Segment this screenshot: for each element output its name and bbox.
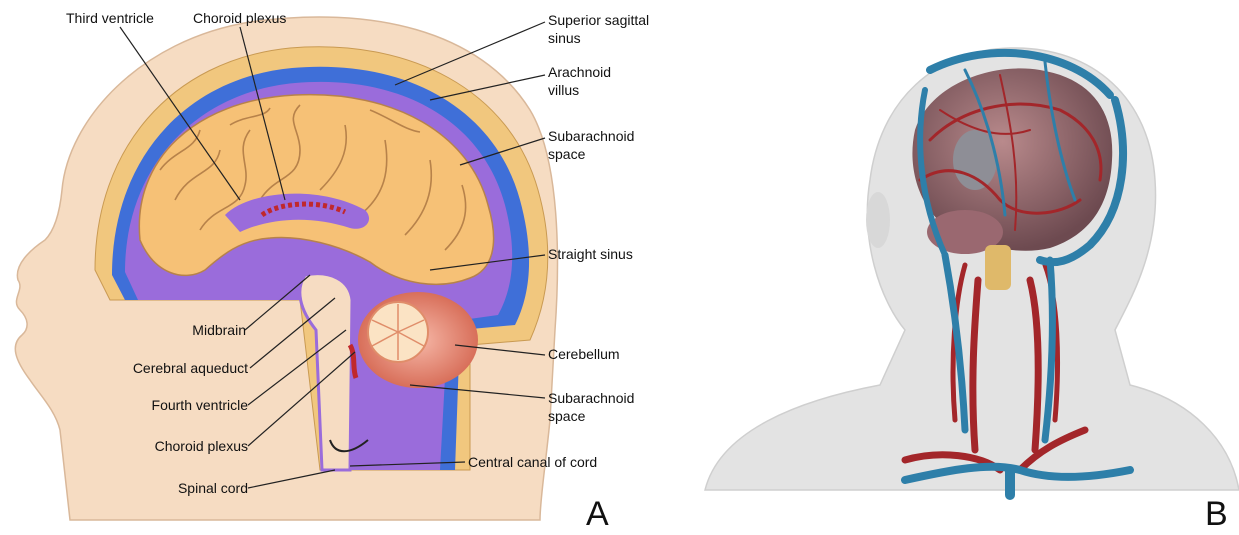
label-cerebellum: Cerebellum: [548, 346, 620, 363]
brainstem-3d: [985, 245, 1011, 290]
label-subarachnoid-top-line1: Subarachnoid: [548, 128, 634, 145]
label-central-canal: Central canal of cord: [468, 454, 597, 471]
label-spinal-cord: Spinal cord: [140, 480, 248, 497]
label-cerebral-aqueduct: Cerebral aqueduct: [100, 360, 248, 377]
label-superior-sagittal-line1: Superior sagittal: [548, 12, 649, 29]
label-subarachnoid-bottom-line2: space: [548, 408, 585, 425]
label-superior-sagittal-line2: sinus: [548, 30, 581, 47]
label-choroid-plexus-top: Choroid plexus: [193, 10, 286, 27]
label-choroid-plexus-bottom: Choroid plexus: [110, 438, 248, 455]
label-third-ventricle: Third ventricle: [66, 10, 154, 27]
label-arachnoid-villus-line1: Arachnoid: [548, 64, 611, 81]
label-midbrain: Midbrain: [150, 322, 246, 339]
panel-b-illustration: [705, 48, 1239, 495]
label-arachnoid-villus-line2: villus: [548, 82, 579, 99]
panel-a-illustration: [15, 17, 557, 520]
ghost-ear: [866, 192, 890, 248]
label-subarachnoid-top-line2: space: [548, 146, 585, 163]
label-straight-sinus: Straight sinus: [548, 246, 633, 263]
panel-letter-a: A: [586, 495, 609, 534]
label-subarachnoid-bottom-line1: Subarachnoid: [548, 390, 634, 407]
panel-letter-b: B: [1205, 495, 1228, 534]
label-fourth-ventricle: Fourth ventricle: [110, 397, 248, 414]
